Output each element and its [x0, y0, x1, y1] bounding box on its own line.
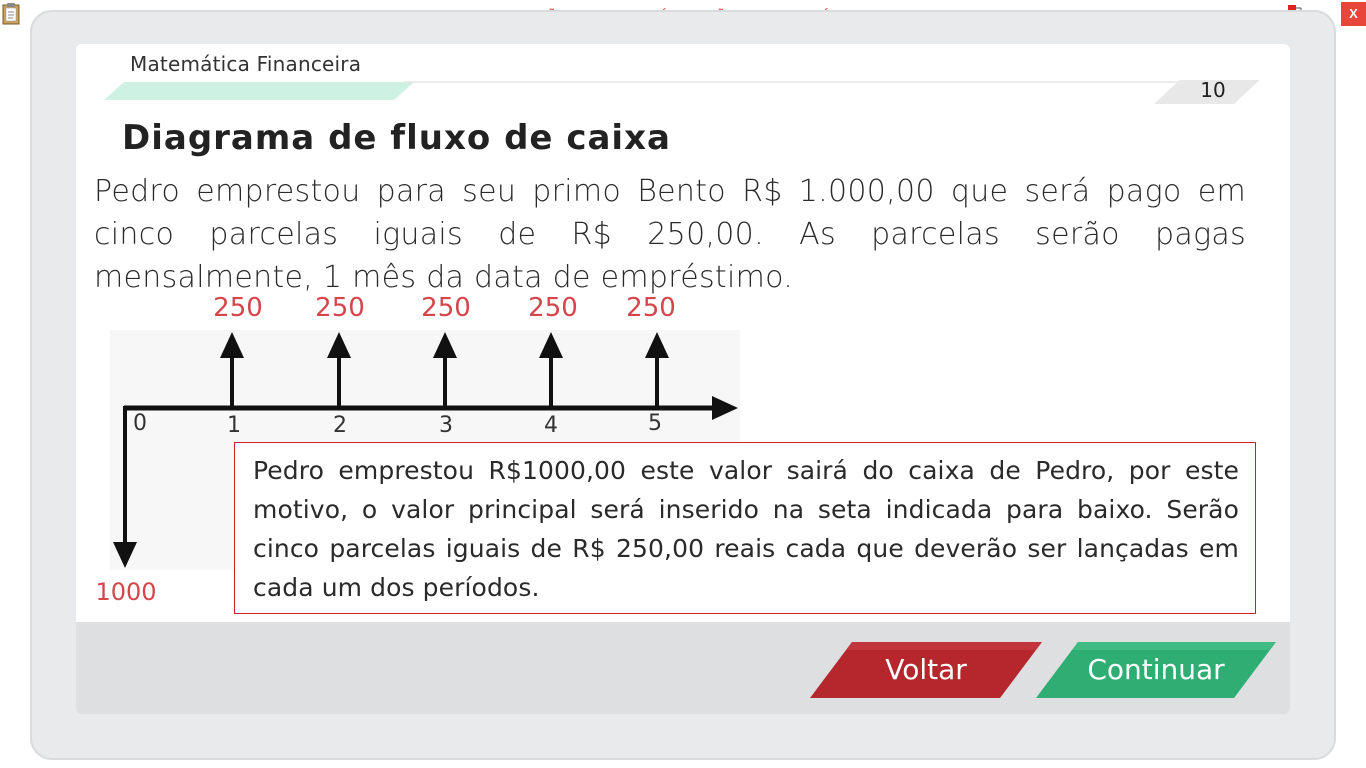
period-label-0: 0 — [133, 411, 147, 436]
inflow-label-1: 250 — [213, 293, 263, 323]
continue-button-shape — [1036, 642, 1276, 698]
back-button[interactable]: Voltar — [810, 642, 1042, 698]
inflow-arrowhead-3 — [433, 332, 457, 358]
continue-button[interactable]: Continuar — [1036, 642, 1276, 698]
back-button-label: Voltar — [885, 653, 967, 686]
inflow-label-3: 250 — [421, 293, 471, 323]
period-label-2: 2 — [333, 413, 347, 438]
back-button-shape — [810, 642, 1042, 698]
explanation-text: Pedro emprestou R$1000,00 este valor sai… — [253, 456, 1239, 602]
inflow-arrowhead-5 — [645, 332, 669, 358]
period-label-4: 4 — [544, 413, 558, 438]
close-button[interactable]: X — [1341, 2, 1366, 26]
slide-title: Diagrama de fluxo de caixa — [122, 118, 671, 158]
outflow-label: 1000 — [95, 578, 156, 606]
module-title: Matemática Financeira — [130, 52, 362, 76]
inflow-label-5: 250 — [626, 293, 676, 323]
clipboard-icon[interactable] — [0, 2, 24, 26]
period-label-5: 5 — [648, 411, 662, 436]
time-axis-arrowhead — [712, 396, 738, 420]
page-number: 10 — [1200, 78, 1226, 102]
inflow-label-2: 250 — [315, 293, 365, 323]
period-label-3: 3 — [439, 413, 453, 438]
outflow-arrowhead — [113, 542, 137, 568]
inflow-arrowhead-4 — [539, 332, 563, 358]
inflow-label-4: 250 — [528, 293, 578, 323]
period-label-1: 1 — [227, 413, 241, 438]
header-divider — [104, 76, 1264, 104]
explanation-box: Pedro emprestou R$1000,00 este valor sai… — [234, 442, 1256, 614]
inflow-arrowhead-1 — [220, 332, 244, 358]
inflow-arrowhead-2 — [327, 332, 351, 358]
intro-paragraph: Pedro emprestou para seu primo Bento R$ … — [94, 174, 1246, 295]
continue-button-label: Continuar — [1087, 653, 1225, 686]
